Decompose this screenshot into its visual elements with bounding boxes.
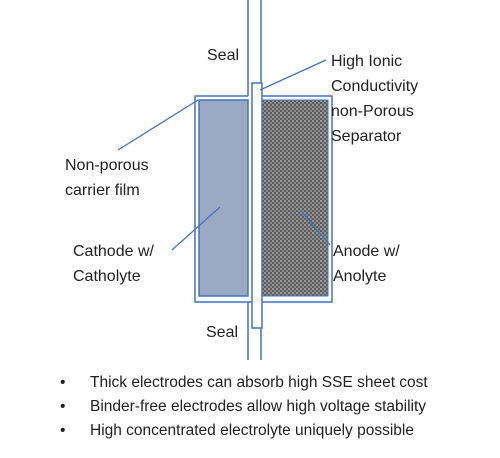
- bullet-item: • Binder-free electrodes allow high volta…: [60, 395, 428, 419]
- bullet-text: Binder-free electrodes allow high voltag…: [90, 398, 427, 415]
- carrier-film-label-line-1: Non-porous: [65, 157, 149, 174]
- bullet-list: • Thick electrodes can absorb high SSE sh…: [60, 371, 428, 443]
- anode-label-line-2: Anolyte: [333, 268, 387, 285]
- carrier-film-label-line-2: carrier film: [65, 182, 140, 199]
- cell-diagram: [117, 0, 333, 360]
- bullet-symbol: •: [60, 374, 66, 391]
- separator: [251, 82, 263, 329]
- cathode-label-line-1: Cathode w/: [73, 243, 154, 260]
- separator-label-line-1: High Ionic: [331, 53, 403, 70]
- separator-label-line-4: Separator: [331, 128, 402, 145]
- carrier-film-pointer: [117, 99, 199, 151]
- anode-pointer: [299, 209, 331, 246]
- cathode-block: [198, 99, 249, 297]
- carrier-film-label: Non-porous carrier film: [65, 153, 149, 203]
- bullet-item: • Thick electrodes can absorb high SSE sh…: [60, 371, 428, 395]
- bullet-symbol: •: [60, 422, 66, 439]
- separator-label-line-2: Conductivity: [331, 78, 419, 95]
- bullet-item: • High concentrated electrolyte uniquely …: [60, 419, 428, 443]
- separator-label-line-3: non-Porous: [331, 103, 414, 120]
- bullet-text: Thick electrodes can absorb high SSE she…: [90, 374, 428, 391]
- anode-block: [261, 99, 329, 297]
- seal-bottom-label: Seal: [206, 324, 239, 341]
- cathode-label: Cathode w/ Catholyte: [73, 239, 154, 289]
- bullet-text: High concentrated electrolyte uniquely p…: [90, 422, 414, 439]
- separator-pointer: [259, 59, 327, 91]
- bullet-symbol: •: [60, 398, 66, 415]
- cathode-label-line-2: Catholyte: [73, 268, 141, 285]
- cathode-pointer: [171, 206, 221, 251]
- anode-label: Anode w/ Anolyte: [333, 239, 400, 289]
- separator-label: High Ionic Conductivity non-Porous Separ…: [331, 49, 418, 149]
- seal-top-label: Seal: [207, 47, 240, 64]
- anode-label-line-1: Anode w/: [333, 243, 400, 260]
